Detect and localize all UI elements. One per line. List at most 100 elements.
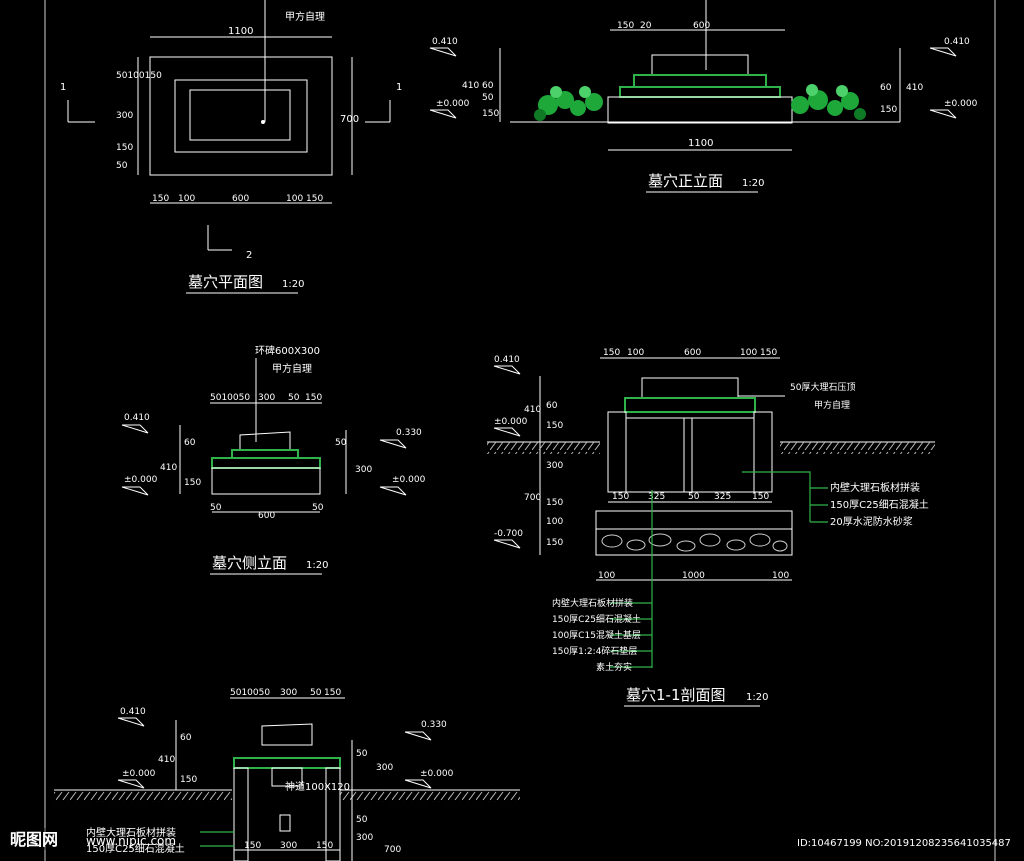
section-gravel <box>601 533 788 552</box>
lower-level-mid-right: ±0.000 <box>420 769 454 779</box>
side-level-bottom-left: ±0.000 <box>124 475 158 485</box>
watermark-url: www.nipic.com <box>86 834 176 848</box>
plan-note: 甲方自理 <box>285 10 325 23</box>
front-top-dim-3: 600 <box>693 21 710 31</box>
plan-section-mark-left: 1 <box>60 82 66 93</box>
section-bottom-label-3: 100厚C15混凝土基层 <box>552 629 641 641</box>
section-bottom-dim-2: 1000 <box>682 571 705 581</box>
watermark-logo: 昵图网 <box>10 830 58 849</box>
front-level-left-bottom: ±0.000 <box>436 99 470 109</box>
lower-note: 神道100X120 <box>285 780 350 793</box>
side-bottom-dim-3: 50 <box>312 503 324 513</box>
side-top-dim-1: 5010050 <box>210 393 250 403</box>
front-top-dim-1: 150 <box>617 21 634 31</box>
front-level-right-bottom: ±0.000 <box>944 99 978 109</box>
lower-label-2: 150厚C25细石混凝土 <box>86 842 185 855</box>
side-level-bottom-right: ±0.000 <box>392 475 426 485</box>
lower-bottom-dim-3: 150 <box>316 841 333 851</box>
front-right-dim-2: 60 <box>880 83 892 93</box>
section-left-dim-6: 150 <box>546 498 563 508</box>
section-bottom-dim-1: 100 <box>598 571 615 581</box>
plan-view: 1100 甲方自理 1 1 2 50100150 300 150 50 700 … <box>60 0 402 294</box>
section-top-dim-1: 150 <box>603 348 620 358</box>
section-top-dim-5: 150 <box>760 348 777 358</box>
lower-level-top-left: 0.410 <box>120 707 146 717</box>
side-note-2: 甲方自理 <box>272 362 312 375</box>
plan-left-dim-4: 50 <box>116 161 128 171</box>
section-scale: 1:20 <box>746 692 768 703</box>
side-top-dim-3: 50 <box>288 393 300 403</box>
side-note-1: 环碑600X300 <box>255 344 320 357</box>
side-left-dim-2: 60 <box>184 438 196 448</box>
section-bottom-label-4: 150厚1:2:4碎石垫层 <box>552 645 637 657</box>
section-left-dim-3: 150 <box>546 421 563 431</box>
plan-top-dim: 1100 <box>228 26 253 37</box>
front-left-dim-1: 410 <box>462 81 479 91</box>
front-top-dim-2: 20 <box>640 21 652 31</box>
section-inner-dim-1: 150 <box>612 492 629 502</box>
section-right-label-1: 内壁大理石板材拼装 <box>830 481 920 494</box>
section-top-dim-3: 600 <box>684 348 701 358</box>
side-elevation: 环碑600X300 甲方自理 5010050 300 50 150 0.410 … <box>121 344 426 575</box>
lower-right-dim-4: 300 <box>356 833 373 843</box>
lower-level-mid-left: ±0.000 <box>122 769 156 779</box>
lower-top-dim-3: 50 <box>310 688 322 698</box>
lower-left-dim-1: 410 <box>158 755 175 765</box>
front-elevation: 150 20 600 0.410 ±0.000 0.410 ±0.000 410… <box>429 0 978 193</box>
lower-section: 5010050 300 50 150 0.410 0.330 ±0.000 ±0… <box>54 688 520 861</box>
front-level-right-top: 0.410 <box>944 37 970 47</box>
side-scale: 1:20 <box>306 560 328 571</box>
lower-left-dim-3: 150 <box>180 775 197 785</box>
plan-left-dim-2: 300 <box>116 111 133 121</box>
lower-left-dim-2: 60 <box>180 733 192 743</box>
lower-bottom-dim-1: 150 <box>244 841 261 851</box>
side-left-dim-3: 150 <box>184 478 201 488</box>
plan-left-dim-3: 150 <box>116 143 133 153</box>
section-left-dim-1: 410 <box>524 405 541 415</box>
watermark: 昵图网 www.nipic.com ID:10467199 NO:2019120… <box>8 828 1011 850</box>
section-right-label-2: 150厚C25细石混凝土 <box>830 498 929 511</box>
plan-bottom-dim-4: 100 <box>286 194 303 204</box>
section-inner-dim-5: 150 <box>752 492 769 502</box>
plan-bottom-dim-5: 150 <box>306 194 323 204</box>
section-title: 墓穴1-1剖面图 <box>626 686 726 704</box>
front-right-shrub <box>791 84 866 120</box>
lower-label-1: 内壁大理石板材拼装 <box>86 826 176 839</box>
section-right-label-3: 20厚水泥防水砂浆 <box>830 515 913 528</box>
plan-title: 墓穴平面图 <box>188 273 263 291</box>
plan-bottom-dim-2: 100 <box>178 194 195 204</box>
side-bottom-dim-1: 50 <box>210 503 222 513</box>
section-left-dim-4: 300 <box>546 461 563 471</box>
lower-bottom-dim-2: 300 <box>280 841 297 851</box>
front-scale: 1:20 <box>742 178 764 189</box>
side-level-top-right: 0.330 <box>396 428 422 438</box>
lower-top-dim-2: 300 <box>280 688 297 698</box>
front-left-dim-2: 60 <box>482 81 494 91</box>
lower-right-dim-2: 300 <box>376 763 393 773</box>
plan-section-mark-bottom: 2 <box>246 250 252 261</box>
plan-scale: 1:20 <box>282 279 304 290</box>
section-inner-dim-4: 325 <box>714 492 731 502</box>
lower-level-top-right: 0.330 <box>421 720 447 730</box>
section-left-dim-7: 100 <box>546 517 563 527</box>
section-top-dim-2: 100 <box>627 348 644 358</box>
lower-bottom-dim-4: 700 <box>384 845 401 855</box>
front-level-left-top: 0.410 <box>432 37 458 47</box>
lower-right-dim-1: 50 <box>356 749 368 759</box>
side-top-dim-2: 300 <box>258 393 275 403</box>
side-left-dim-1: 410 <box>160 463 177 473</box>
lower-top-dim-4: 150 <box>324 688 341 698</box>
section-bottom-dim-3: 100 <box>772 571 789 581</box>
section-left-dim-2: 60 <box>546 401 558 411</box>
front-left-dim-3: 50 <box>482 93 494 103</box>
side-bottom-dim-2: 600 <box>258 511 275 521</box>
plan-bottom-dim-1: 150 <box>152 194 169 204</box>
watermark-id: ID:10467199 NO:20191208235641035487 <box>797 838 1011 849</box>
section-left-dim-8: 150 <box>546 538 563 548</box>
section-inner-dim-3: 50 <box>688 492 700 502</box>
side-right-dim-1: 50 <box>335 438 347 448</box>
side-top-dim-4: 150 <box>305 393 322 403</box>
section-cap-label-1: 50厚大理石压顶 <box>790 381 855 393</box>
section-bottom-label-1: 内壁大理石板材拼装 <box>552 597 633 609</box>
